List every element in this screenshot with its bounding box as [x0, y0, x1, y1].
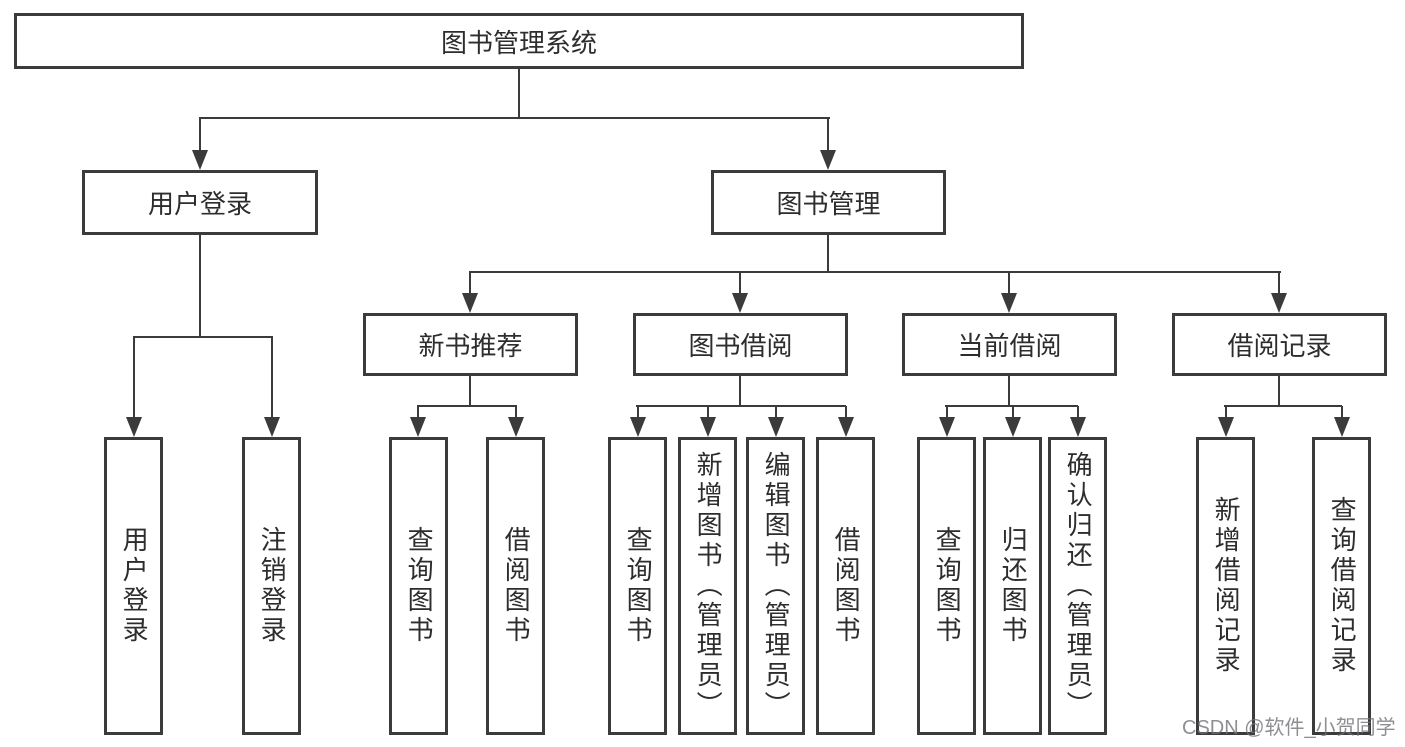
watermark: CSDN @软件_小贺同学: [1182, 717, 1396, 739]
connector-line: [1278, 376, 1280, 407]
leaf-label: 归还图书: [998, 526, 1029, 646]
leaf-return-book: 归还图书: [983, 437, 1042, 735]
connector-line: [417, 405, 517, 407]
leaf-label: 新增借阅记录: [1211, 496, 1242, 676]
connector-line: [515, 406, 517, 420]
node-label: 图书借阅: [688, 331, 793, 361]
arrowhead-down: [462, 293, 478, 313]
connector-line: [199, 117, 830, 119]
connector-line: [1341, 406, 1343, 420]
node-new-book-recommend: 新书推荐: [363, 313, 578, 376]
leaf-label: 编辑图书（管理员）: [761, 451, 792, 721]
connector-line: [1224, 405, 1342, 407]
connector-line: [199, 118, 201, 154]
leaf-label: 新增图书（管理员）: [693, 451, 724, 721]
arrowhead-down: [126, 417, 142, 437]
node-label: 图书管理系统: [440, 27, 597, 58]
node-user-login: 用户登录: [82, 170, 318, 235]
arrowhead-down: [700, 417, 716, 437]
arrowhead-down: [732, 293, 748, 313]
node-book-borrow: 图书借阅: [633, 313, 848, 376]
arrowhead-down: [630, 417, 646, 437]
arrowhead-down: [410, 417, 426, 437]
connector-line: [417, 406, 419, 420]
arrowhead-down: [1005, 417, 1021, 437]
connector-line: [469, 272, 471, 298]
connector-line: [1278, 272, 1280, 298]
node-book-management: 图书管理: [711, 170, 946, 235]
arrowhead-down: [508, 417, 524, 437]
connector-line: [739, 376, 741, 407]
arrowhead-down: [264, 417, 280, 437]
connector-line: [637, 406, 639, 420]
connector-line: [775, 406, 777, 420]
node-label: 当前借阅: [957, 331, 1062, 361]
arrowhead-down: [838, 417, 854, 437]
connector-line: [271, 337, 273, 419]
arrowhead-down: [1271, 293, 1287, 313]
node-borrow-records: 借阅记录: [1172, 313, 1387, 376]
leaf-borrow-book: 借阅图书: [486, 437, 545, 735]
leaf-query-book: 查询图书: [608, 437, 667, 735]
leaf-label: 查询图书: [932, 526, 963, 646]
leaf-user-login: 用户登录: [104, 437, 163, 735]
leaf-label: 注销登录: [257, 526, 288, 646]
arrowhead-down: [820, 150, 836, 170]
node-label: 新书推荐: [418, 331, 523, 361]
connector-line: [707, 406, 709, 420]
leaf-edit-book-admin: 编辑图书（管理员）: [746, 437, 805, 735]
arrowhead-down: [1070, 417, 1086, 437]
connector-line: [1008, 376, 1010, 407]
leaf-label: 查询图书: [404, 526, 435, 646]
connector-line: [1008, 272, 1010, 298]
node-label: 图书管理: [776, 189, 881, 219]
leaf-query-book: 查询图书: [917, 437, 976, 735]
connector-line: [133, 337, 135, 419]
leaf-label: 用户登录: [119, 526, 150, 646]
leaf-add-borrow-record: 新增借阅记录: [1196, 437, 1255, 735]
connector-line: [1077, 406, 1079, 420]
arrowhead-down: [939, 417, 955, 437]
connector-line: [739, 272, 741, 298]
connector-line: [199, 235, 201, 338]
leaf-query-borrow-record: 查询借阅记录: [1312, 437, 1371, 735]
connector-line: [133, 336, 273, 338]
connector-line: [1225, 406, 1227, 420]
connector-line: [518, 69, 520, 119]
connector-line: [827, 235, 829, 273]
connector-line: [636, 405, 846, 407]
leaf-logout: 注销登录: [242, 437, 301, 735]
arrowhead-down: [1218, 417, 1234, 437]
leaf-label: 查询借阅记录: [1327, 496, 1358, 676]
connector-line: [845, 406, 847, 420]
arrowhead-down: [1001, 293, 1017, 313]
arrowhead-down: [768, 417, 784, 437]
leaf-query-book: 查询图书: [389, 437, 448, 735]
node-label: 借阅记录: [1227, 331, 1332, 361]
connector-line: [469, 271, 1281, 273]
leaf-label: 借阅图书: [501, 526, 532, 646]
arrowhead-down: [192, 150, 208, 170]
leaf-label: 借阅图书: [831, 526, 862, 646]
leaf-confirm-return-admin: 确认归还（管理员）: [1048, 437, 1107, 735]
leaf-borrow-book: 借阅图书: [816, 437, 875, 735]
connector-line: [1012, 406, 1014, 420]
leaf-label: 查询图书: [623, 526, 654, 646]
node-current-borrow: 当前借阅: [902, 313, 1117, 376]
arrowhead-down: [1334, 417, 1350, 437]
connector-line: [469, 376, 471, 407]
connector-line: [827, 118, 829, 154]
node-label: 用户登录: [147, 189, 252, 219]
leaf-add-book-admin: 新增图书（管理员）: [678, 437, 737, 735]
node-library-system: 图书管理系统: [14, 13, 1024, 69]
connector-line: [946, 406, 948, 420]
leaf-label: 确认归还（管理员）: [1063, 451, 1094, 721]
connector-line: [945, 405, 1078, 407]
